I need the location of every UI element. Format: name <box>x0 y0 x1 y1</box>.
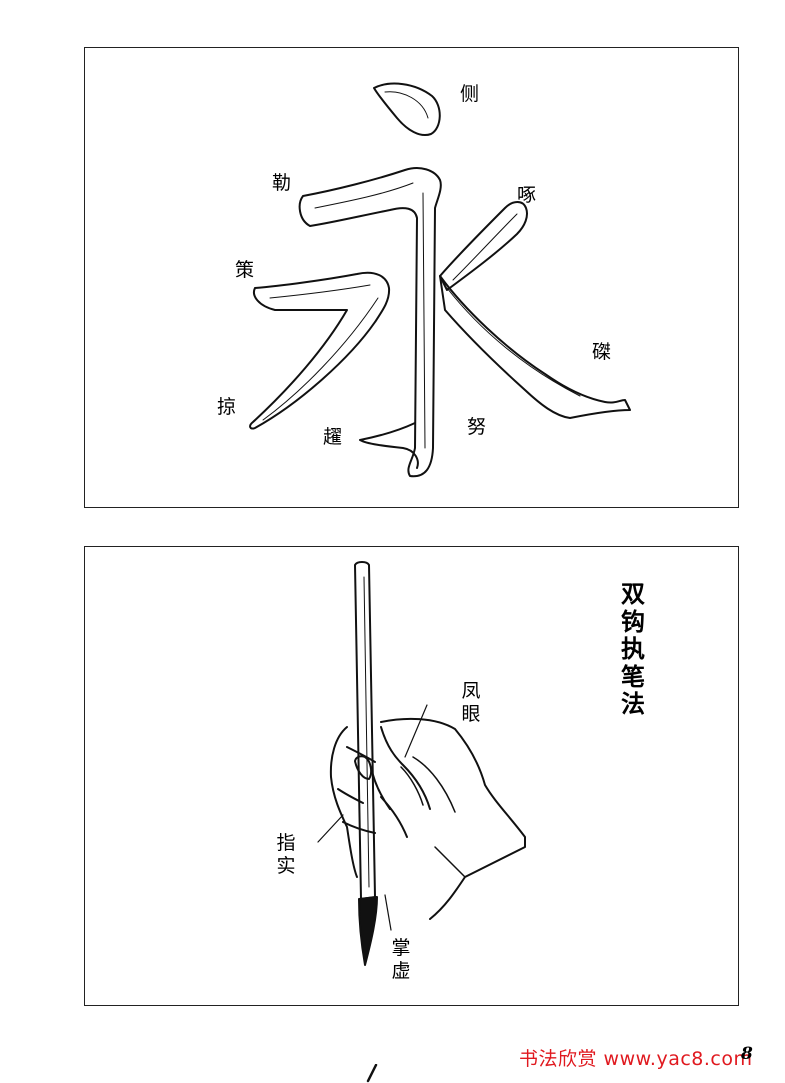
label-zhishi: 指 实 <box>275 832 297 878</box>
label-fengyan-char-2: 眼 <box>461 702 481 725</box>
stroke-ce2 <box>249 271 391 430</box>
title-char-1: 双 <box>621 580 645 608</box>
label-zhe: 磔 <box>592 341 612 363</box>
label-ti: 趯 <box>323 426 343 448</box>
stroke-zhe <box>439 275 631 419</box>
label-zhishi-char-2: 实 <box>276 854 296 877</box>
watermark: 书法欣赏 www.yac8.com <box>519 1048 753 1070</box>
label-zhangxu-char-1: 掌 <box>391 937 411 959</box>
title-char-4: 笔 <box>621 662 645 691</box>
label-le: 勒 <box>272 172 292 194</box>
label-nu: 努 <box>467 416 487 438</box>
label-fengyan-char-1: 凤 <box>461 680 481 702</box>
label-zhuo: 啄 <box>517 184 537 206</box>
ink-mark-icon <box>366 1064 378 1083</box>
title-char-2: 钩 <box>621 607 645 636</box>
label-fengyan: 凤 眼 <box>460 680 482 726</box>
hand-holding-brush-illustration <box>317 561 526 966</box>
label-lue: 掠 <box>217 396 237 418</box>
title-char-5: 法 <box>621 690 645 719</box>
label-ce: 侧 <box>460 83 480 105</box>
stroke-le <box>298 167 442 478</box>
label-zhangxu: 掌 虚 <box>390 937 412 983</box>
label-zhangxu-char-2: 虚 <box>391 959 411 982</box>
yong-character-drawing <box>249 82 631 478</box>
page-number: 8 <box>741 1044 753 1064</box>
stroke-ce <box>373 82 441 136</box>
brush-grip-panel: 双 钩 执 笔 法 凤 眼 指 实 掌 虚 <box>84 546 739 1006</box>
label-ce2: 策 <box>235 259 255 281</box>
title-char-3: 执 <box>621 635 645 664</box>
stroke-zhuo <box>439 201 528 291</box>
stroke-ti <box>359 422 419 469</box>
label-zhishi-char-1: 指 <box>276 832 296 854</box>
yong-character-panel: 侧 勒 啄 策 磔 掠 趯 努 <box>84 47 739 508</box>
brush-shaft <box>354 561 376 900</box>
hand <box>329 717 526 920</box>
brush-tip <box>358 896 378 966</box>
page-title-vertical: 双 钩 执 笔 法 <box>618 580 648 719</box>
